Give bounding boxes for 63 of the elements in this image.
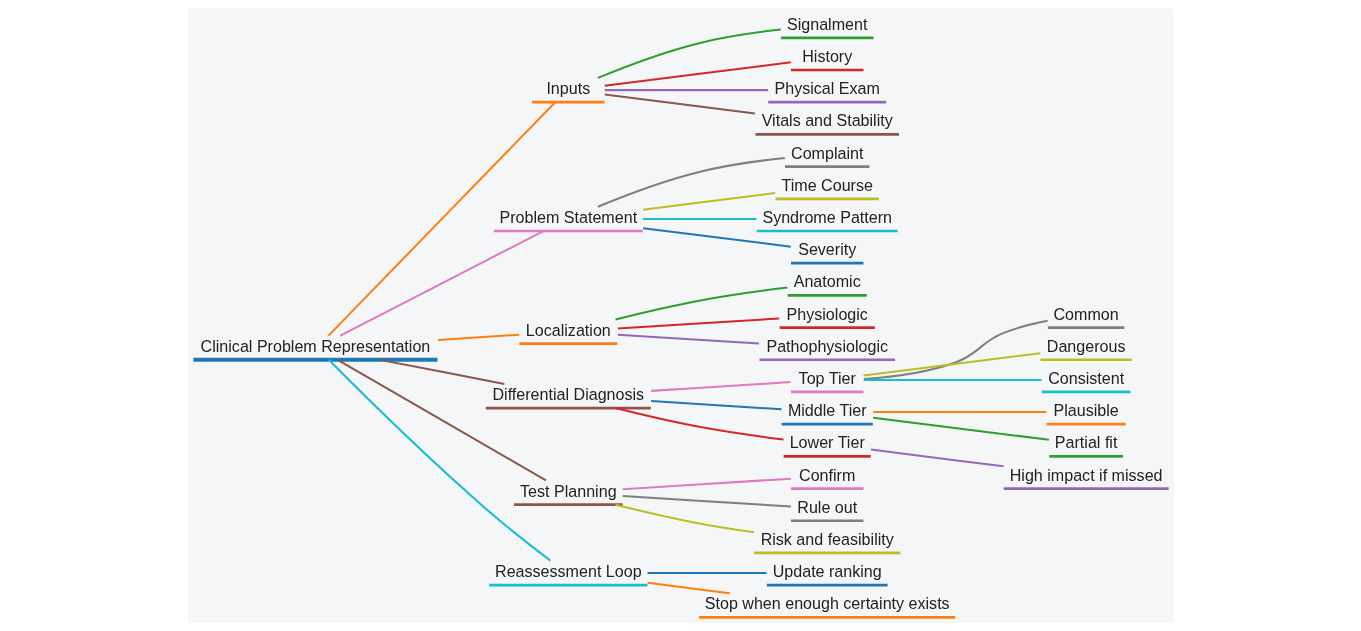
connector bbox=[622, 477, 791, 491]
node-text: Risk and feasibility bbox=[760, 530, 894, 549]
connector bbox=[604, 93, 755, 115]
node-text: Physical Exam bbox=[774, 79, 880, 98]
connector bbox=[336, 358, 546, 482]
node-text: Rule out bbox=[796, 497, 857, 516]
connector bbox=[617, 317, 779, 330]
connector bbox=[863, 378, 1042, 381]
connector bbox=[327, 101, 556, 337]
node-text: Lower Tier bbox=[789, 433, 865, 452]
connector bbox=[604, 89, 768, 92]
connector bbox=[614, 286, 788, 321]
connector bbox=[617, 333, 759, 345]
node-text: Update ranking bbox=[772, 562, 882, 581]
connector bbox=[622, 494, 791, 508]
connector bbox=[614, 503, 754, 534]
node-text: Plausible bbox=[1053, 401, 1119, 420]
node-text: History bbox=[801, 47, 852, 66]
node-text: Dangerous bbox=[1046, 336, 1125, 355]
node-text: Physiologic bbox=[786, 304, 868, 323]
node-text: Severity bbox=[797, 240, 856, 259]
node-text: Confirm bbox=[798, 465, 855, 484]
connector bbox=[597, 28, 781, 79]
node-text: Consistent bbox=[1047, 369, 1124, 388]
node-text: Clinical Problem Representation bbox=[200, 336, 430, 355]
node-text: Vitals and Stability bbox=[761, 111, 893, 130]
node-text: Partial fit bbox=[1054, 433, 1117, 452]
connector bbox=[437, 333, 519, 341]
connector bbox=[650, 400, 782, 411]
connector bbox=[872, 411, 1046, 414]
node-text: Test Planning bbox=[519, 481, 617, 500]
connector bbox=[604, 61, 791, 87]
connector bbox=[642, 192, 775, 211]
connector bbox=[872, 416, 1049, 441]
node-text: Stop when enough certainty exists bbox=[704, 594, 950, 613]
connector bbox=[642, 217, 756, 220]
connector bbox=[646, 581, 730, 595]
node-text: Time Course bbox=[781, 175, 873, 194]
node-text: Complaint bbox=[790, 143, 863, 162]
connector bbox=[647, 572, 767, 575]
connector bbox=[379, 358, 504, 385]
node-text: Common bbox=[1053, 304, 1119, 323]
connector bbox=[597, 156, 785, 208]
node-text: Syndrome Pattern bbox=[761, 208, 892, 227]
node-text: Inputs bbox=[545, 79, 590, 98]
node-text: Top Tier bbox=[798, 369, 856, 388]
node-text: Reassessment Loop bbox=[494, 562, 642, 581]
connector bbox=[614, 407, 784, 441]
connector bbox=[650, 381, 790, 392]
node-text: Middle Tier bbox=[787, 401, 867, 420]
node-text: Pathophysiologic bbox=[765, 336, 888, 355]
node-text: Problem Statement bbox=[499, 208, 637, 227]
connector bbox=[327, 359, 551, 562]
node-text: Differential Diagnosis bbox=[491, 385, 644, 404]
connector bbox=[863, 352, 1040, 377]
node-text: Localization bbox=[525, 320, 611, 339]
connector bbox=[870, 448, 1004, 468]
node-text: High impact if missed bbox=[1009, 465, 1163, 484]
connector bbox=[339, 230, 544, 337]
node-text: Anatomic bbox=[793, 272, 861, 291]
node-text: Signalment bbox=[786, 14, 867, 33]
connector bbox=[863, 319, 1048, 380]
connector bbox=[642, 227, 791, 248]
